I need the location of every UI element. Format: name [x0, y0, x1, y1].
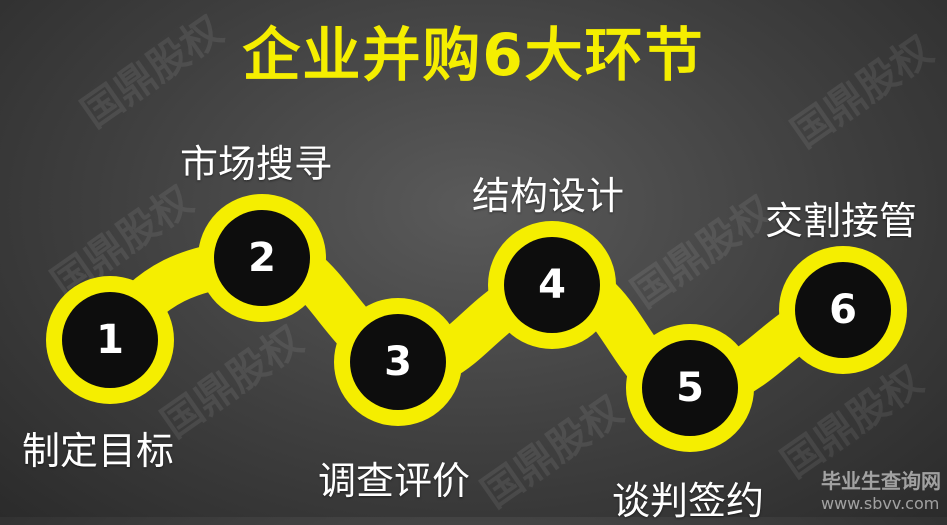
site-watermark-url: www.sbvv.com — [821, 494, 940, 513]
step-node-4: 4 — [488, 221, 616, 349]
step-number: 6 — [829, 287, 857, 333]
step-number: 2 — [248, 235, 276, 281]
step-number: 5 — [676, 365, 704, 411]
step-number: 4 — [538, 262, 566, 308]
step-number: 1 — [96, 317, 124, 363]
step-node-1: 1 — [46, 276, 174, 404]
step-label-5: 谈判签约 — [612, 479, 765, 523]
page-title: 企业并购6大环节 — [242, 21, 705, 89]
step-number: 3 — [384, 339, 412, 385]
site-watermark-name: 毕业生查询网 — [821, 469, 941, 493]
step-label-2: 市场搜寻 — [180, 142, 333, 186]
step-label-1: 制定目标 — [22, 429, 175, 473]
step-node-3: 3 — [334, 298, 462, 426]
step-label-3: 调查评价 — [318, 459, 471, 503]
step-label-6: 交割接管 — [765, 199, 918, 243]
step-node-2: 2 — [198, 194, 326, 322]
step-label-4: 结构设计 — [472, 174, 625, 218]
step-node-5: 5 — [626, 324, 754, 452]
site-watermark: 毕业生查询网 www.sbvv.com — [821, 465, 941, 513]
step-node-6: 6 — [779, 246, 907, 374]
